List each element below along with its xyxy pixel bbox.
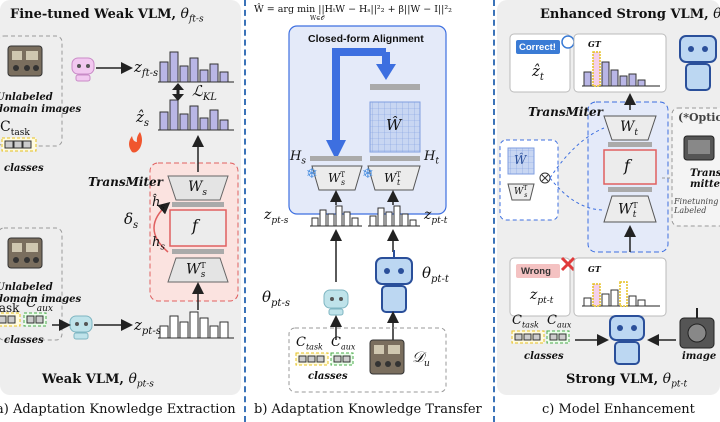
z-pt-t-bars-c [582,281,660,307]
z-pt-t-bars-b [368,205,420,227]
w-t-t-label-c: WTt [618,201,638,221]
separator-left [244,0,246,422]
c-aux-label-c: Caux [547,313,572,330]
svg-text:❄: ❄ [362,166,374,182]
c-task-label-bottom: task [0,301,20,315]
strong-robot-icon-c [609,315,645,365]
c-task-label-c: Ctask [512,313,539,330]
z-hat-t-bars [582,51,660,87]
panel-a-input-box-bottom [0,227,63,341]
h-s-label-b: Hs [290,149,306,167]
delta-s-label: δs [124,210,139,231]
h-s-label: hs [152,235,165,253]
w-hat-label-b: Ŵ [386,116,402,134]
c-aux-label-a: Caux [26,295,53,314]
w-t-label-c: Wt [620,119,639,138]
z-pt-s-label: zpt-s [134,316,161,337]
transmitter-label-optional: Trans mitte [690,168,720,190]
z-ft-s-label: zft-s [134,58,159,79]
weak-robot-icon [69,315,93,340]
c-task-label-b: Ctask [296,335,323,352]
gt-label-top: GT [588,39,601,49]
c-task-label-top: Ctask [0,119,30,138]
classes-label-c: classes [524,351,564,362]
z-hat-s-bars [158,99,234,131]
w-s-t-label: WTs [186,261,206,281]
z-ft-s-bars [158,51,234,83]
c-aux-label-b: Caux [331,335,356,352]
panel-a-caption: a) Adaptation Knowledge Extraction [0,402,236,417]
classes-label-bottom: classes [4,335,44,346]
panel-c-title: Enhanced Strong VLM, θft [540,7,720,22]
optimization-formula: Ŵ = arg min ||HₜW − Hₛ||²₂ + β||W − I||²… [254,4,452,15]
camera-device-icon [679,308,715,349]
w-s-t-label-c: WTs [514,185,528,199]
z-pt-t-label-b: zpt-t [424,207,448,226]
correct-label: Correct! [519,42,556,53]
panel-b-data-box [288,327,447,393]
panel-c-caption: c) Model Enhancement [542,402,695,417]
image-label-c: image [682,351,717,362]
classes-label-b: classes [308,371,348,382]
fine-tuned-robot-icon [71,57,95,82]
panel-b-caption: b) Adaptation Knowledge Transfer [254,402,482,417]
unlabeled-images-label-bottom: Unlabeled domain images [0,282,82,305]
gt-label-bottom: GT [588,264,601,274]
optional-label: (*Optio [678,111,720,124]
w-hat-grid [369,101,421,153]
f-label-c: f [624,156,630,175]
classes-label-top: classes [4,163,44,174]
z-hat-t-label: ẑt [532,62,544,83]
h-t-label-b: Ht [424,149,439,167]
w-t-t-label-b: WTt [384,171,402,188]
w-hat-label-c: Ŵ [514,153,527,167]
theta-pt-t-label: θpt-t [422,264,449,285]
unlabeled-images-label-top: Unlabeled domain images [0,92,82,115]
closed-form-alignment-title: Closed-form Alignment [308,33,424,45]
device-image-icon [7,237,43,269]
w-s-label: Ws [188,179,208,198]
panel-c-footer: Strong VLM, θpt-t [566,371,688,390]
formula-subscript: W∈𝒪 [310,15,325,22]
svg-text:❄: ❄ [306,166,318,182]
theta-pt-s-label: θpt-s [262,288,290,309]
z-pt-s-label-b: zpt-s [264,207,289,226]
wrong-label: Wrong [521,266,551,277]
w-s-t-label-b: WTs [328,171,346,188]
transmiter-label-a: TransMiter [88,175,163,189]
f-label-a: f [192,216,198,235]
enhanced-robot-icon [679,35,717,91]
z-pt-t-label-c: zpt-t [530,287,554,306]
d-u-label: 𝒟u [412,348,430,369]
device-image-icon-b [369,339,405,375]
transmiter-label-c: TransMiter [528,105,603,119]
z-pt-s-bars [158,311,234,339]
z-hat-s-label: ẑs [136,108,150,129]
z-pt-s-bars-b [310,205,362,227]
weak-robot-icon-b [323,289,349,316]
finetuning-label: Finetuning Labeled [674,197,719,215]
panel-a-title: Fine-tuned Weak VLM, θft-s [10,6,204,25]
h-hat-s-label: ĥs [152,195,165,213]
loss-kl-label: ℒKL [192,82,217,103]
separator-right [493,0,495,422]
device-image-icon [7,45,43,77]
panel-a-footer: Weak VLM, θpt-s [42,371,154,390]
strong-robot-icon-b [375,250,413,313]
